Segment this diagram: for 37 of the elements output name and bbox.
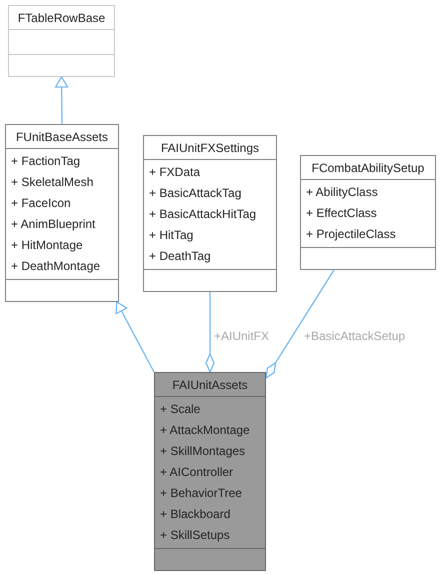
edge-label: +AIUnitFX bbox=[213, 329, 270, 343]
class-attribute: + SkeletalMesh bbox=[10, 174, 94, 191]
class-attribute: + SkillMontages bbox=[159, 443, 246, 460]
class-attribute: + HitMontage bbox=[10, 237, 84, 254]
class-attribute: + BasicAttackHitTag bbox=[148, 206, 258, 223]
class-box bbox=[5, 124, 119, 302]
edge-label: +BasicAttackSetup bbox=[303, 329, 406, 343]
aggregation-connector bbox=[265, 270, 334, 379]
class-attribute: + HitTag bbox=[148, 227, 194, 244]
class-box bbox=[8, 5, 115, 77]
class-box bbox=[143, 135, 277, 292]
class-attribute: + FactionTag bbox=[10, 153, 82, 170]
class-name: FTableRowBase bbox=[9, 6, 114, 30]
aggregation-connector bbox=[205, 292, 215, 373]
class-box bbox=[154, 372, 266, 571]
class-attribute: + Scale bbox=[159, 401, 202, 418]
class-name: FUnitBaseAssets bbox=[6, 125, 118, 149]
inheritance-arrow bbox=[55, 76, 68, 124]
class-attribute: + AbilityClass bbox=[305, 184, 379, 201]
inheritance-arrow bbox=[116, 301, 155, 372]
class-attribute: + FXData bbox=[148, 164, 202, 181]
class-name: FAIUnitFXSettings bbox=[144, 136, 276, 160]
class-attribute: + ProjectileClass bbox=[305, 226, 397, 243]
class-name: FCombatAbilitySetup bbox=[301, 156, 435, 180]
class-name: FAIUnitAssets bbox=[155, 373, 265, 397]
class-attribute: + AttackMontage bbox=[159, 422, 251, 439]
class-attribute: + AnimBlueprint bbox=[10, 216, 96, 233]
class-attribute: + BehaviorTree bbox=[159, 485, 243, 502]
class-box bbox=[300, 155, 436, 270]
class-attribute: + AIController bbox=[159, 464, 234, 481]
class-attribute: + FaceIcon bbox=[10, 195, 72, 212]
class-attribute: + Blackboard bbox=[159, 506, 232, 523]
class-attribute: + DeathMontage bbox=[10, 258, 102, 275]
class-attribute: + DeathTag bbox=[148, 248, 212, 265]
class-attribute: + SkillSetups bbox=[159, 527, 231, 544]
class-attribute: + EffectClass bbox=[305, 205, 378, 222]
class-attribute: + BasicAttackTag bbox=[148, 185, 242, 202]
